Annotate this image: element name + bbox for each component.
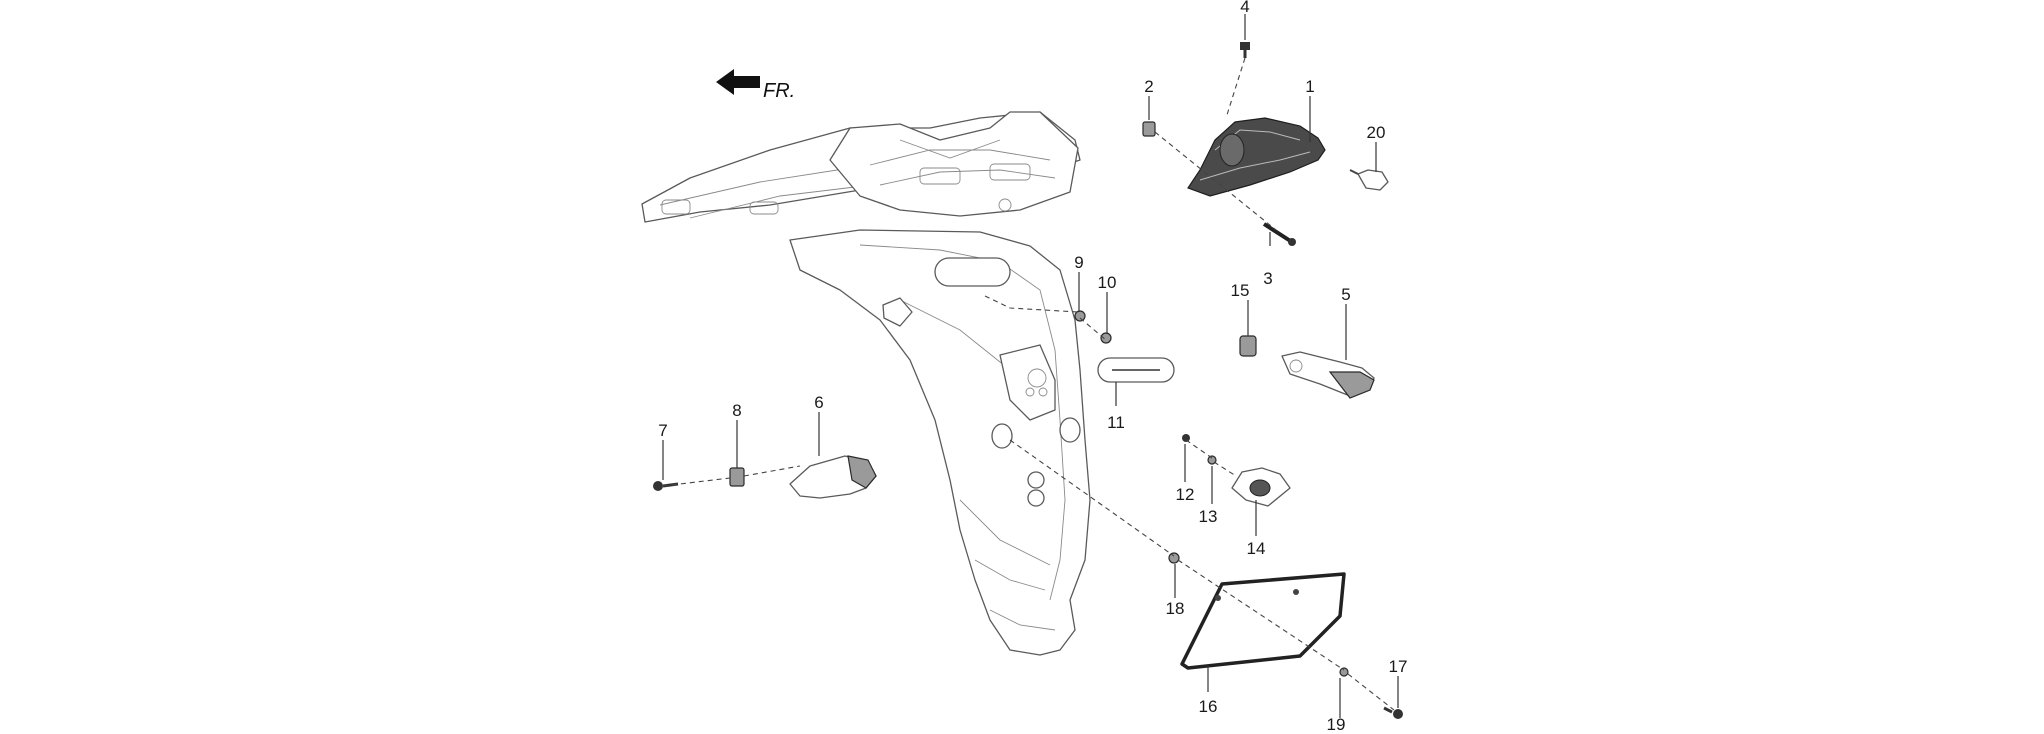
bulb-connector-20	[1349, 169, 1389, 191]
callout-5: 5	[1341, 285, 1350, 304]
reflector-11	[1097, 357, 1175, 383]
callout-7: 7	[658, 421, 667, 440]
callout-19: 19	[1327, 715, 1346, 734]
callout-17: 17	[1389, 657, 1408, 676]
washer-19	[1339, 667, 1349, 677]
tail-light	[1187, 117, 1326, 197]
callout-16: 16	[1199, 697, 1218, 716]
license-plate-16	[1180, 572, 1346, 670]
screw-4	[1240, 42, 1250, 58]
callout-11: 11	[1107, 413, 1125, 432]
nut-9	[1074, 310, 1086, 322]
callout-labels: 1 2 3 4 5 6 7 8 9 10 11 12 13 14 15 16 1…	[658, 0, 1407, 734]
left-turn-signal	[789, 455, 877, 499]
left-arrow-icon	[716, 69, 760, 95]
direction-label: FR.	[763, 80, 795, 102]
callout-8: 8	[732, 401, 741, 420]
callout-14: 14	[1247, 539, 1266, 558]
screw-12	[1182, 434, 1190, 442]
rear-fender-assembly	[641, 111, 1091, 656]
callout-15: 15	[1231, 281, 1250, 300]
callout-6: 6	[814, 393, 823, 412]
clip-nut-2	[1142, 121, 1156, 137]
callout-18: 18	[1166, 599, 1185, 618]
callout-4: 4	[1240, 0, 1249, 16]
clip-8	[729, 467, 745, 487]
callout-2: 2	[1144, 77, 1153, 96]
socket-15	[1239, 335, 1257, 357]
callout-10: 10	[1098, 273, 1117, 292]
callout-leaders	[662, 14, 1399, 718]
license-light-14	[1231, 467, 1291, 507]
nut-18	[1168, 552, 1180, 564]
callout-20: 20	[1367, 123, 1386, 142]
bolt-17	[1383, 706, 1403, 719]
callout-9: 9	[1074, 253, 1083, 272]
callout-12: 12	[1176, 485, 1195, 504]
nut-10	[1100, 332, 1112, 344]
callout-1: 1	[1305, 77, 1314, 96]
long-screw-3	[1262, 222, 1296, 246]
callout-13: 13	[1199, 507, 1218, 526]
assembly-lines	[662, 57, 1395, 711]
front-direction-indicator: FR.	[716, 69, 795, 102]
callout-3: 3	[1263, 269, 1272, 288]
right-turn-signal	[1281, 351, 1375, 399]
